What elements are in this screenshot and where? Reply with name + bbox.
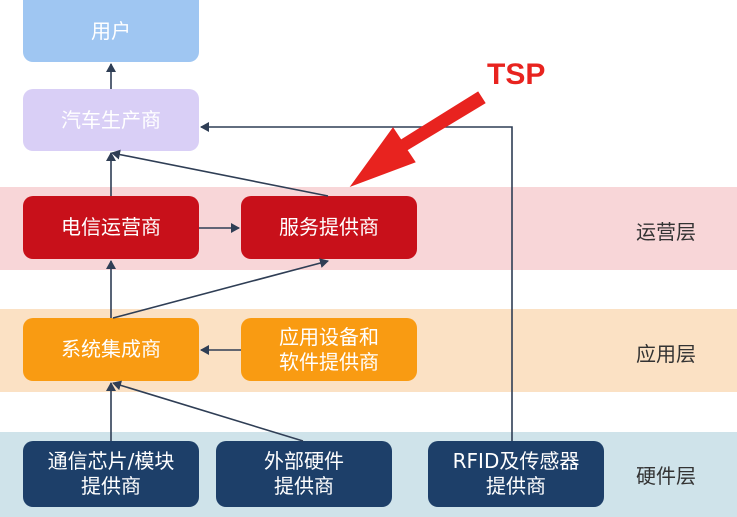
rfid-sensor-provider-node: RFID及传感器 提供商 (428, 441, 604, 507)
arrow-rfid-to-automaker (200, 122, 513, 441)
hardware-layer-label: 硬件层 (636, 464, 696, 488)
chip-module-provider-node: 通信芯片/模块 提供商 (23, 441, 199, 507)
tsp-callout: TSP (487, 58, 546, 91)
external-hardware-node: 外部硬件 提供商 (216, 441, 392, 507)
telecom-operator-node: 电信运营商 (23, 196, 199, 259)
system-integrator-node: 系统集成商 (23, 318, 199, 381)
operations-layer-label: 运营层 (636, 220, 696, 244)
tsp-pointer-arrow (349, 91, 486, 188)
application-layer-label: 应用层 (636, 342, 696, 366)
user-node: 用户 (23, 0, 199, 62)
app-device-provider-node: 应用设备和 软件提供商 (241, 318, 417, 381)
arrow-integrator-to-service (112, 258, 329, 319)
arrow-service-to-automaker (111, 149, 329, 197)
arrow-external-to-integrator (112, 380, 304, 442)
service-provider-node: 服务提供商 (241, 196, 417, 259)
automaker-node: 汽车生产商 (23, 89, 199, 151)
